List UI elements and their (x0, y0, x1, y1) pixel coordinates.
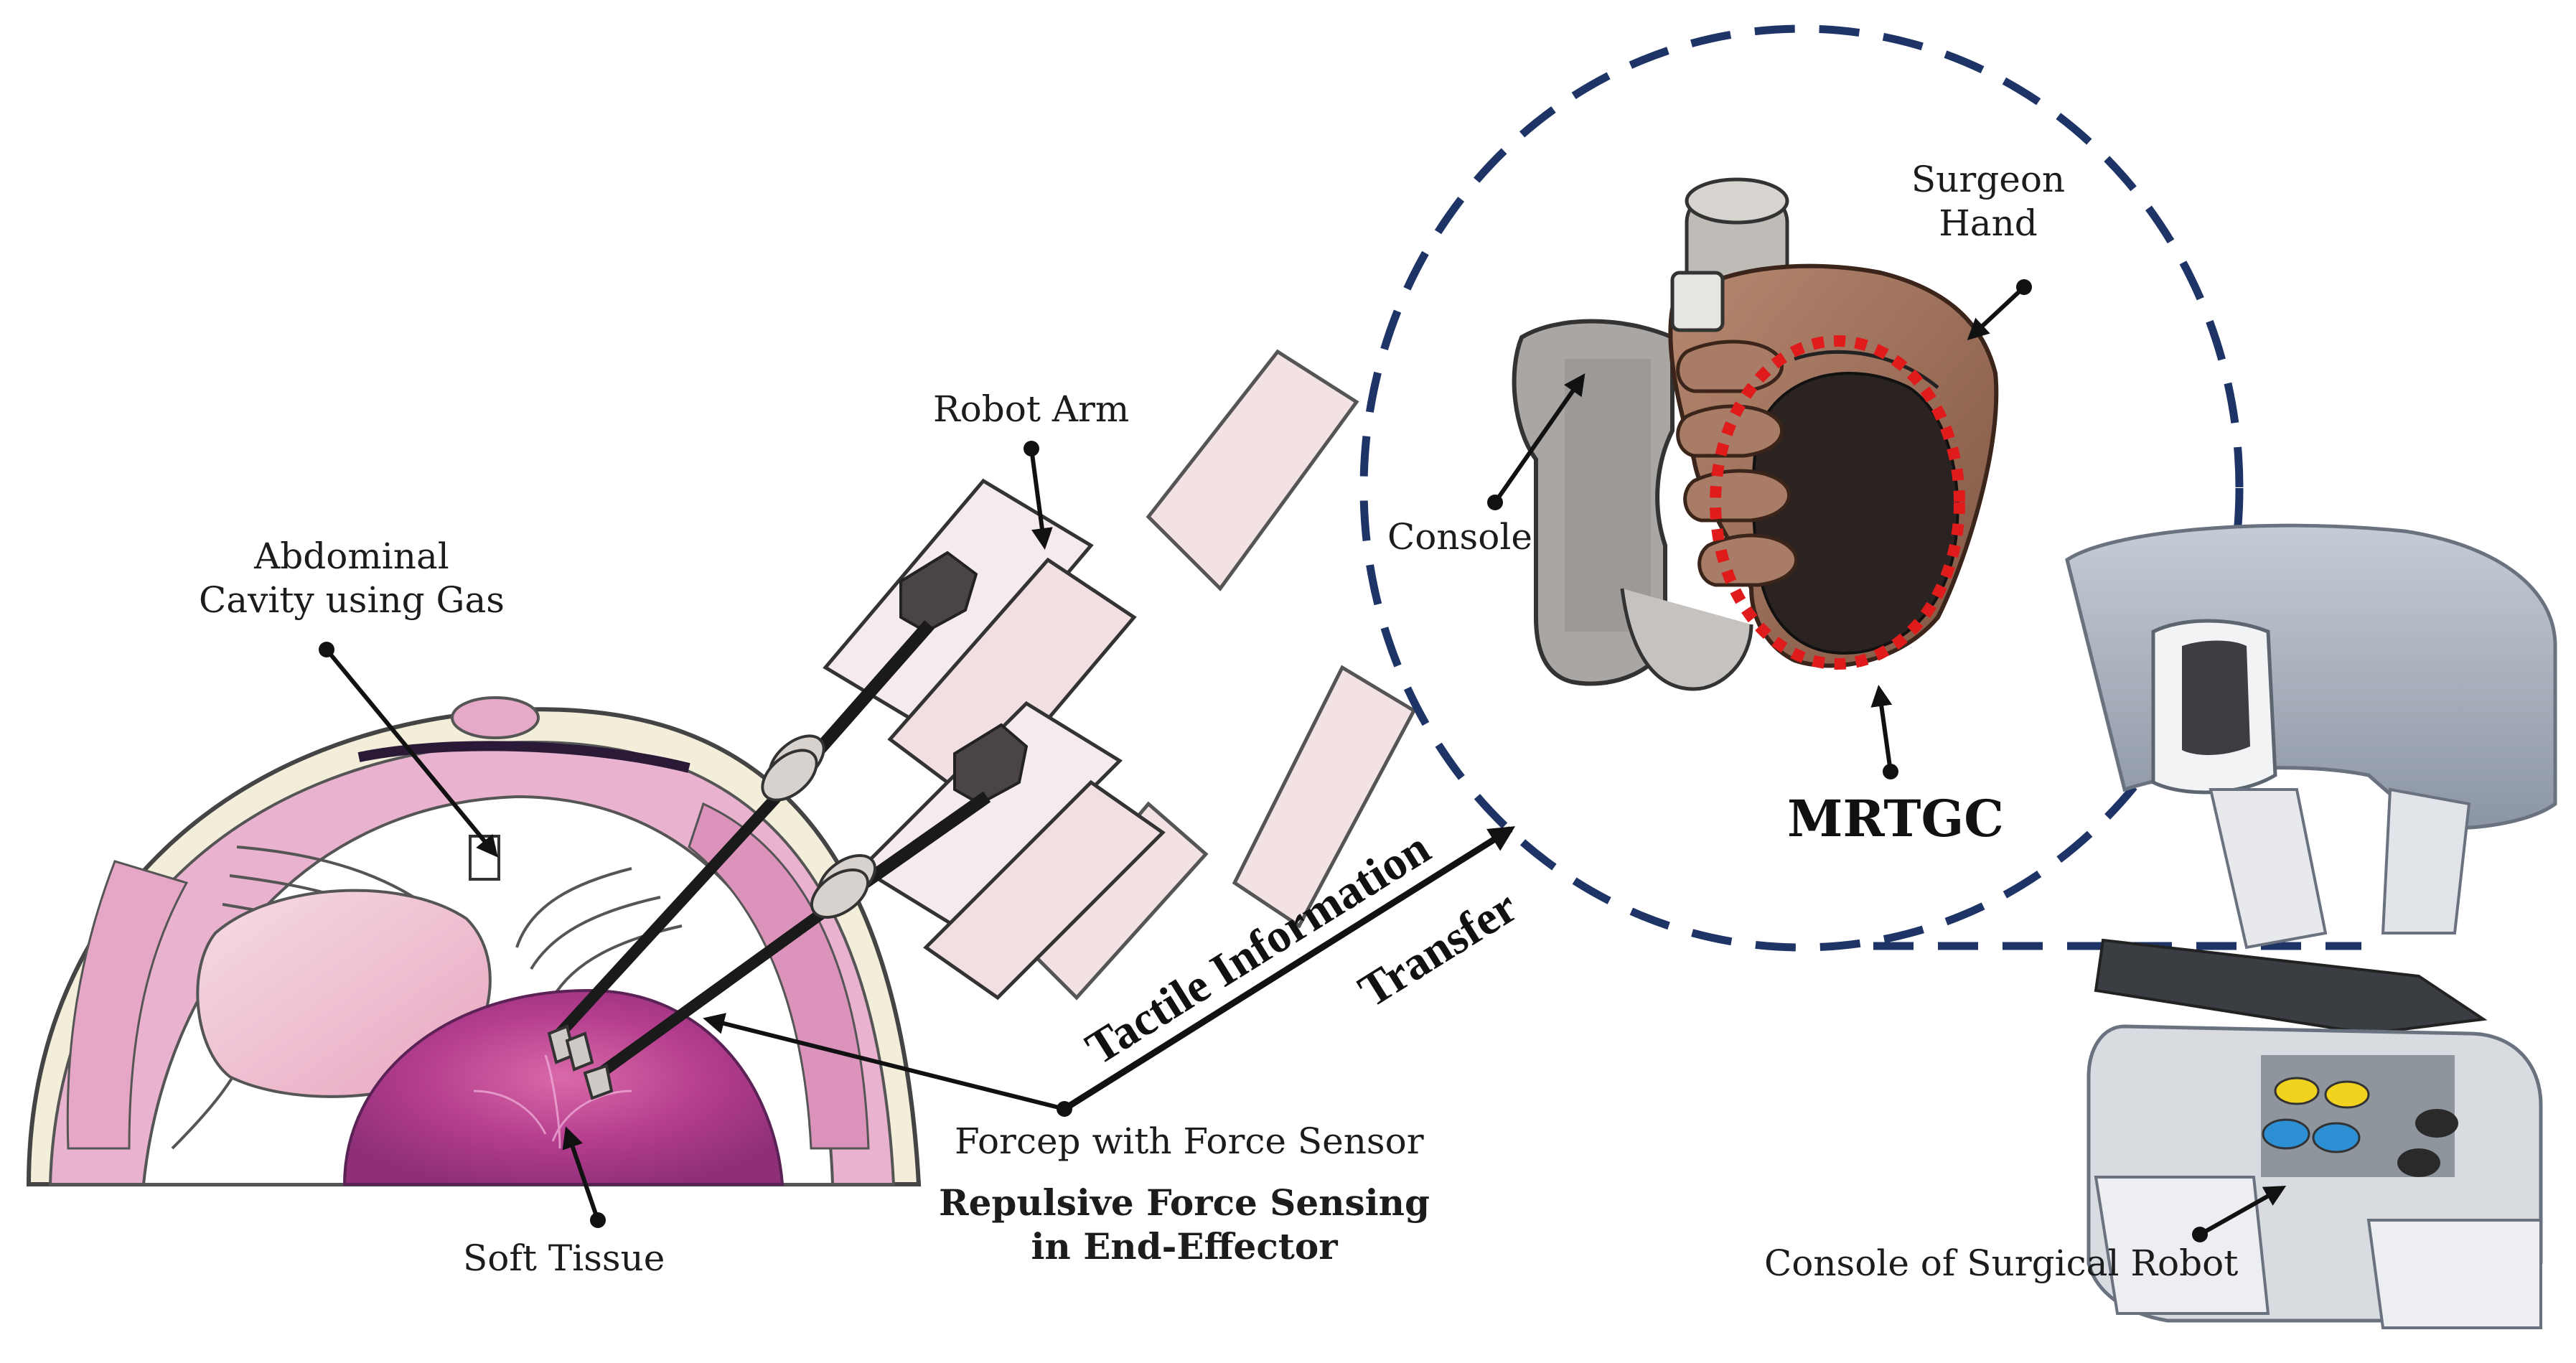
robot-arm-illustration (547, 349, 1417, 1100)
surgical-robot-console-illustration (2065, 523, 2557, 1329)
label-abdominal-line1: Abdominal (254, 535, 449, 577)
zoom-dashed-circle (1359, 24, 2244, 952)
label-abdominal-line2: Cavity using Gas (199, 579, 505, 621)
mrtgc-highlight-ring (1710, 335, 1965, 670)
label-repulsive-line1: Repulsive Force Sensing (939, 1181, 1430, 1224)
label-surgeon-line1: Surgeon (1911, 159, 2066, 200)
label-console-surgical-robot: Console of Surgical Robot (1764, 1242, 2239, 1284)
label-abdominal-cavity: Abdominal Cavity using Gas (179, 535, 524, 622)
label-soft-tissue: Soft Tissue (463, 1237, 665, 1279)
label-mrtgc: MRTGC (1787, 789, 2005, 848)
label-surgeon-line2: Hand (1939, 202, 2038, 244)
label-forcep-force-sensor: Forcep with Force Sensor (955, 1120, 1424, 1162)
tactile-transfer-arrow (1062, 826, 1516, 1112)
label-repulsive-line2: in End-Effector (1031, 1225, 1338, 1268)
label-surgeon-hand: Surgeon Hand (1895, 158, 2081, 245)
label-console: Console (1387, 516, 1532, 558)
abdominal-cavity-illustration (26, 696, 922, 1186)
label-repulsive-force: Repulsive Force Sensing in End-Effector (926, 1181, 1443, 1268)
label-robot-arm: Robot Arm (933, 388, 1130, 430)
console-grip-illustration (1512, 177, 1999, 691)
